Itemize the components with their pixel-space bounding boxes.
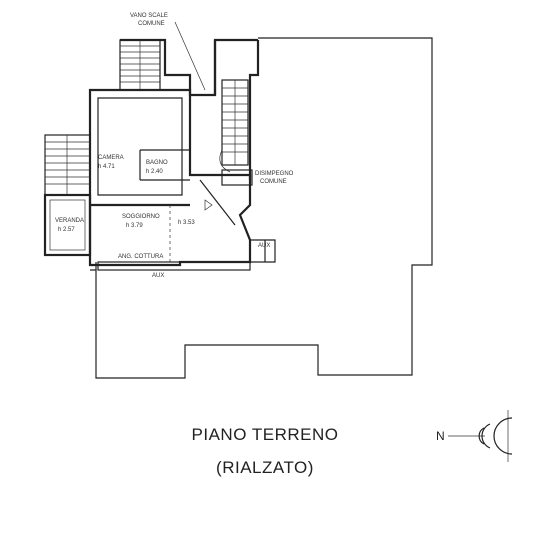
building-outline (120, 38, 258, 97)
label-vano-scale-2: COMUNE (138, 21, 165, 27)
door-swing (204, 199, 213, 211)
veranda-walls (43, 193, 92, 257)
north-arrow-icon: N (436, 410, 513, 462)
label-veranda: VERANDA (55, 218, 84, 224)
label-bagno: BAGNO (146, 160, 168, 166)
label-soggiorno-h: h 3.79 (126, 223, 143, 229)
label-disimpegno-2: COMUNE (260, 179, 287, 185)
apartment-walls (88, 88, 252, 267)
property-boundary (90, 37, 433, 379)
stair-left-treads (45, 135, 90, 195)
stair-top-treads (120, 40, 160, 90)
label-bagno-h: h 2.40 (146, 169, 163, 175)
label-camera-h: h 4.71 (98, 164, 115, 170)
stair-well-wall (213, 40, 260, 180)
stair-left (44, 134, 91, 196)
aux-room-right (250, 239, 276, 263)
plan-title: PIANO TERRENO (191, 425, 339, 444)
vano-scale-leader (174, 21, 206, 91)
upper-interior-wall (97, 97, 183, 196)
label-disimpegno-1: DISIMPEGNO (255, 171, 294, 177)
label-soggiorno-right-h: h 3.53 (178, 220, 195, 226)
stair-right-treads (222, 80, 248, 165)
label-ang-cottura: ANG. COTTURA (118, 254, 163, 260)
ang-cottura-strip (97, 261, 251, 271)
plan-subtitle: (RIALZATO) (216, 458, 314, 477)
diagonal-wall (199, 179, 236, 226)
label-vano-scale-1: VANO SCALE (130, 13, 168, 19)
label-aux-bottom: AUX (152, 273, 164, 279)
veranda-inner (49, 199, 86, 251)
north-label: N (436, 429, 445, 443)
stair-right-arc (219, 149, 231, 173)
label-veranda-h: h 2.57 (58, 227, 75, 233)
disimpegno-area (221, 169, 253, 186)
label-aux-right: AUX (258, 243, 270, 249)
label-camera: CAMERA (98, 155, 124, 161)
label-soggiorno: SOGGIORNO (122, 214, 160, 220)
